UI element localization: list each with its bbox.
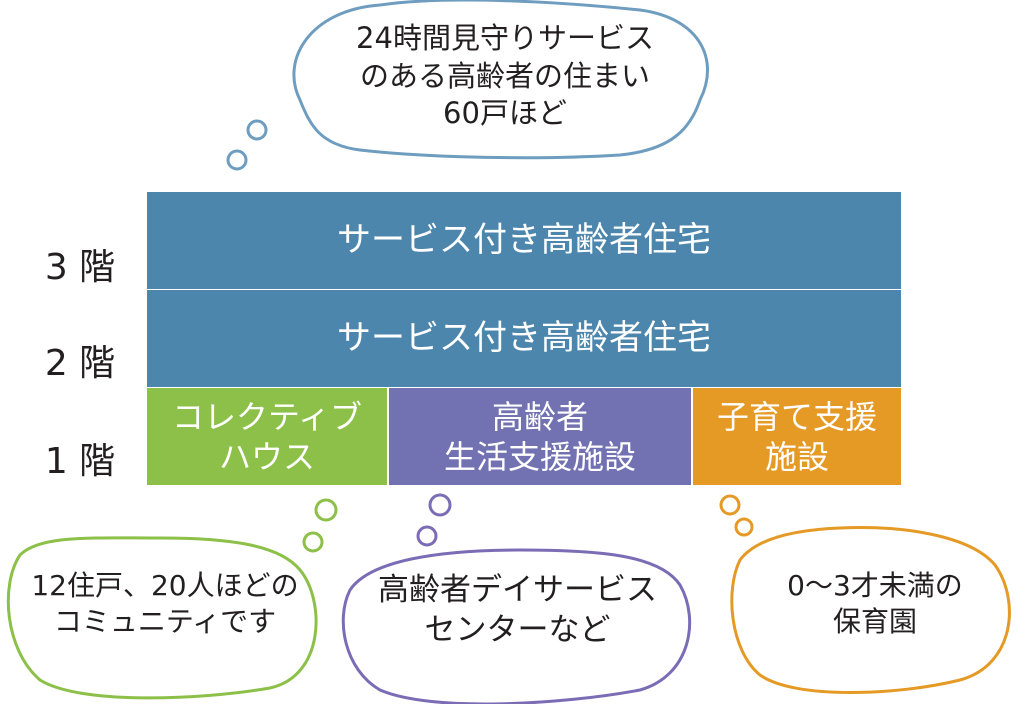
daycare-elderly-callout-cloud: [341, 548, 692, 704]
top-callout-dot-small: [226, 149, 248, 171]
top-callout-dot-large: [246, 119, 268, 141]
collective-callout-cloud: [6, 536, 318, 700]
childcare-support-facility-block: 子育て支援 施設: [693, 388, 901, 485]
floor-2-label: 2 階: [44, 343, 116, 384]
nursery-callout-dot-large: [719, 494, 741, 516]
top-callout-cloud: [292, 0, 709, 160]
collective-house-block: コレクティブ ハウス: [147, 388, 387, 485]
floor-1-label: 1 階: [44, 441, 116, 482]
floor-2-content: サービス付き高齢者住宅: [337, 318, 711, 359]
collective-callout-text: 12住戸、20人ほどの コミュニティです: [31, 569, 299, 639]
collective-callout-dot-small: [302, 531, 324, 553]
daycare-elderly-callout-text: 高齢者デイサービス センターなど: [378, 572, 657, 649]
collective-callout-dot-large: [314, 498, 338, 522]
nursery-callout-dot-small: [734, 517, 754, 537]
floor-3-label: 3 階: [44, 247, 116, 288]
nursery-callout-cloud: [730, 526, 1011, 694]
floor-3-content: サービス付き高齢者住宅: [337, 220, 711, 261]
elderly-support-facility-block: 高齢者 生活支援施設: [389, 388, 691, 485]
daycare-elderly-callout-dot-small: [416, 525, 438, 547]
elderly-support-facility-label: 高齢者 生活支援施設: [443, 397, 636, 476]
floor-2-block: サービス付き高齢者住宅: [147, 290, 901, 387]
collective-house-label: コレクティブ ハウス: [171, 397, 363, 476]
daycare-elderly-callout-dot-large: [428, 493, 452, 517]
floor-3-block: サービス付き高齢者住宅: [147, 192, 901, 289]
nursery-callout-text: 0〜3才未満の 保育園: [787, 569, 963, 639]
top-callout-text: 24時間見守りサービス のある高齢者の住まい 60戸ほど: [356, 21, 654, 131]
childcare-support-facility-label: 子育て支援 施設: [716, 397, 877, 476]
